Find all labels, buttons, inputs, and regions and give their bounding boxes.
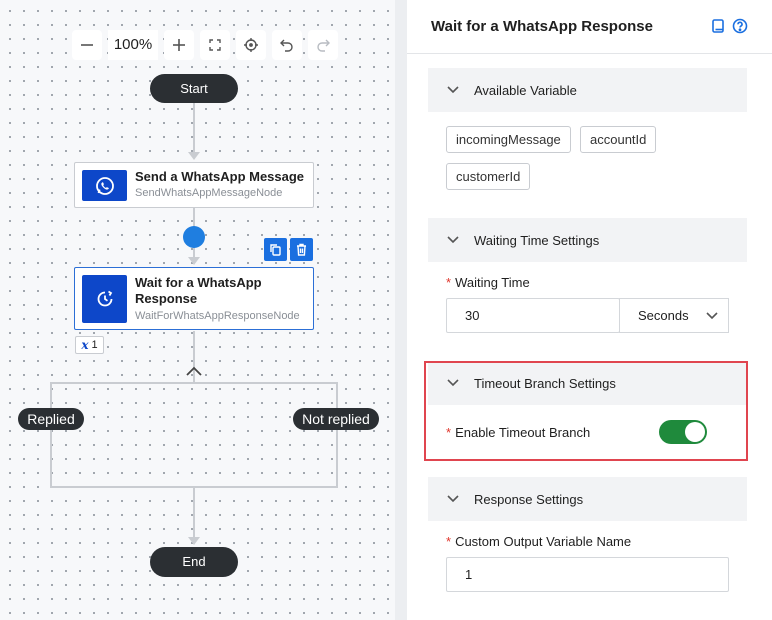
connector-line bbox=[193, 488, 195, 538]
time-unit-value: Seconds bbox=[638, 308, 689, 323]
zoom-level: 100% bbox=[108, 30, 158, 60]
output-variable-label: *Custom Output Variable Name bbox=[446, 534, 632, 549]
whatsapp-icon bbox=[95, 176, 114, 195]
connector-arrow bbox=[188, 152, 200, 160]
redo-icon bbox=[317, 39, 330, 52]
delete-node-button[interactable] bbox=[290, 238, 313, 261]
clock-icon bbox=[97, 290, 112, 307]
output-variable-input[interactable]: 1 bbox=[446, 557, 729, 592]
node-subtitle: SendWhatsAppMessageNode bbox=[135, 187, 283, 199]
highlight-box bbox=[424, 361, 748, 461]
section-title: Waiting Time Settings bbox=[474, 232, 600, 248]
section-available-variable[interactable]: Available Variable bbox=[428, 68, 747, 112]
canvas-toolbar: 100% bbox=[72, 28, 338, 62]
variable-tag[interactable]: customerId bbox=[446, 163, 531, 190]
section-timeout-branch[interactable]: Timeout Branch Settings bbox=[428, 361, 747, 405]
variable-tag[interactable]: accountId bbox=[580, 126, 657, 153]
help-icon[interactable] bbox=[732, 18, 748, 34]
chevron-down-icon bbox=[447, 379, 459, 387]
crosshair-icon bbox=[244, 38, 258, 52]
variable-icon: x bbox=[81, 338, 89, 352]
required-marker: * bbox=[446, 534, 452, 549]
flow-canvas[interactable]: 100% Start bbox=[0, 0, 395, 620]
connector-line bbox=[193, 103, 195, 153]
copy-node-button[interactable] bbox=[264, 238, 287, 261]
copy-icon bbox=[270, 244, 281, 256]
zoom-out-button[interactable] bbox=[72, 30, 102, 60]
section-title: Timeout Branch Settings bbox=[474, 375, 616, 391]
node-icon-box bbox=[82, 170, 127, 201]
wait-for-whatsapp-response-node[interactable]: Wait for a WhatsApp Response WaitForWhat… bbox=[74, 267, 314, 330]
start-node[interactable]: Start bbox=[150, 74, 238, 103]
required-marker: * bbox=[446, 275, 452, 290]
panel-divider[interactable] bbox=[395, 0, 407, 620]
fit-view-button[interactable] bbox=[200, 30, 230, 60]
undo-icon bbox=[280, 39, 293, 52]
time-unit-select[interactable]: Seconds bbox=[619, 298, 729, 333]
chevron-down-icon bbox=[447, 236, 459, 244]
node-title: Wait for a WhatsApp Response bbox=[135, 275, 262, 306]
variable-tag[interactable]: incomingMessage bbox=[446, 126, 571, 153]
branch-container bbox=[50, 382, 338, 488]
zoom-in-button[interactable] bbox=[164, 30, 194, 60]
minus-icon bbox=[81, 44, 93, 46]
chevron-down-icon bbox=[447, 495, 459, 503]
redo-button[interactable] bbox=[308, 30, 338, 60]
waiting-time-input[interactable]: 30 bbox=[446, 298, 620, 333]
waiting-time-label: *Waiting Time bbox=[446, 275, 530, 290]
connector-line bbox=[193, 331, 195, 382]
chevron-down-icon bbox=[706, 312, 718, 320]
center-view-button[interactable] bbox=[236, 30, 266, 60]
variable-count-badge[interactable]: x 1 bbox=[75, 336, 104, 354]
panel-title: Wait for a WhatsApp Response bbox=[431, 18, 653, 35]
plus-icon bbox=[173, 39, 185, 51]
fullscreen-icon bbox=[209, 39, 221, 51]
branch-replied[interactable]: Replied bbox=[18, 408, 84, 430]
send-whatsapp-message-node[interactable]: Send a WhatsApp Message SendWhatsAppMess… bbox=[74, 162, 314, 208]
undo-button[interactable] bbox=[272, 30, 302, 60]
add-node-handle[interactable] bbox=[183, 226, 205, 248]
connector-arrow bbox=[188, 537, 200, 545]
section-title: Available Variable bbox=[474, 82, 577, 98]
node-title: Send a WhatsApp Message bbox=[135, 169, 305, 184]
node-icon-box bbox=[82, 275, 127, 323]
enable-timeout-label: *Enable Timeout Branch bbox=[446, 425, 591, 440]
section-response-settings[interactable]: Response Settings bbox=[428, 477, 747, 521]
node-subtitle: WaitForWhatsAppResponseNode bbox=[135, 310, 300, 322]
collapse-branch-icon[interactable] bbox=[184, 364, 204, 378]
enable-timeout-toggle[interactable] bbox=[659, 420, 707, 444]
book-icon[interactable] bbox=[710, 18, 726, 34]
required-marker: * bbox=[446, 425, 452, 440]
branch-not-replied[interactable]: Not replied bbox=[293, 408, 379, 430]
toggle-knob bbox=[685, 422, 705, 442]
trash-icon bbox=[297, 243, 306, 256]
end-node[interactable]: End bbox=[150, 547, 238, 577]
connector-arrow bbox=[188, 257, 200, 265]
chevron-down-icon bbox=[447, 86, 459, 94]
section-title: Response Settings bbox=[474, 491, 584, 507]
section-waiting-time[interactable]: Waiting Time Settings bbox=[428, 218, 747, 262]
panel-header: Wait for a WhatsApp Response bbox=[407, 0, 772, 54]
variable-count: 1 bbox=[91, 339, 98, 351]
